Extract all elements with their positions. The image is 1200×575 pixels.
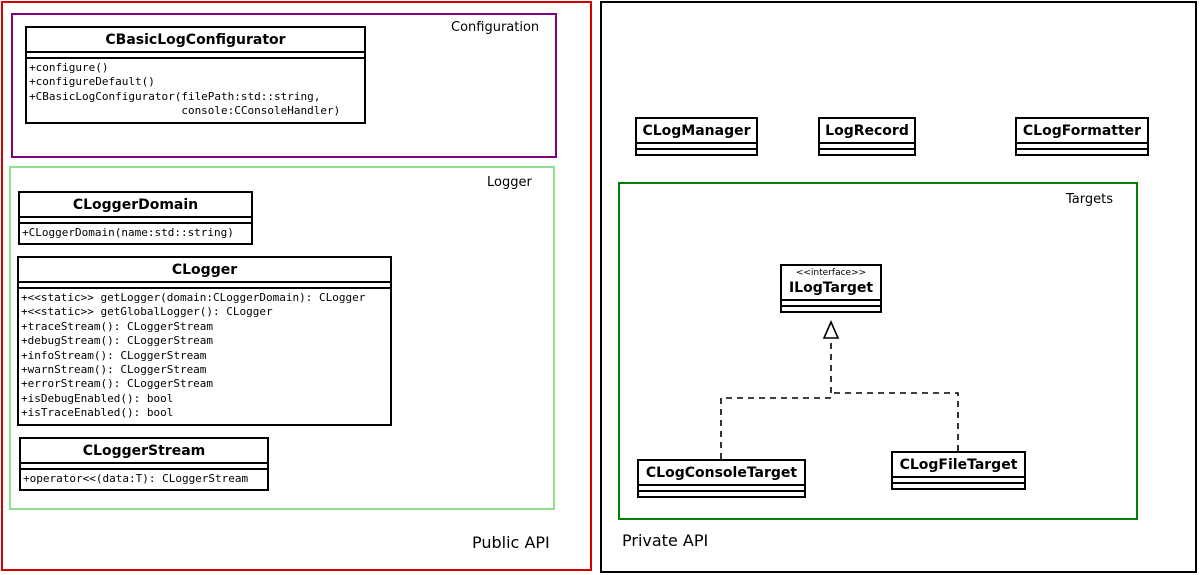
class-cbasiclogconfigurator: CBasicLogConfigurator +configure()+confi… xyxy=(25,26,366,124)
operation: +isTraceEnabled(): bool xyxy=(21,406,174,420)
class-clogformatter: CLogFormatter xyxy=(1015,117,1149,156)
class-name: CLogManager xyxy=(637,119,756,144)
class-name: CLogFormatter xyxy=(1017,119,1147,144)
logger-package-label: Logger xyxy=(487,175,532,190)
class-name: LogRecord xyxy=(820,119,914,144)
class-operations: +<<static>> getLogger(domain:CLoggerDoma… xyxy=(19,289,390,424)
targets-package xyxy=(618,182,1138,520)
private-api-region xyxy=(600,1,1197,573)
operation: +debugStream(): CLoggerStream xyxy=(21,334,214,348)
class-name: CLogger xyxy=(19,258,390,283)
class-attributes xyxy=(637,144,756,150)
class-cloggerstream: CLoggerStream +operator<<(data:T): CLogg… xyxy=(19,437,269,492)
class-attributes xyxy=(21,464,267,470)
operation: +warnStream(): CLoggerStream xyxy=(21,363,207,377)
operation: console:CConsoleHandler) xyxy=(29,104,341,118)
class-operations: +configure()+configureDefault()+CBasicLo… xyxy=(27,59,364,122)
operation: +configureDefault() xyxy=(29,75,155,89)
class-name: CLoggerDomain xyxy=(20,193,251,218)
class-attributes xyxy=(27,53,364,59)
class-ilogtarget: <<interface>> ILogTarget xyxy=(780,264,882,313)
class-name: CLoggerStream xyxy=(21,439,267,464)
public-api-label: Public API xyxy=(472,533,550,552)
realization-file-to-ilogtarget xyxy=(831,392,959,451)
class-logrecord: LogRecord xyxy=(818,117,916,156)
operation: +isDebugEnabled(): bool xyxy=(21,391,174,405)
class-clogmanager: CLogManager xyxy=(635,117,758,156)
operation: +<<static>> getLogger(domain:CLoggerDoma… xyxy=(21,291,366,304)
private-api-label: Private API xyxy=(622,531,709,550)
operation: +traceStream(): CLoggerStream xyxy=(21,319,214,333)
operation: +CBasicLogConfigurator(filePath:std::str… xyxy=(29,89,321,103)
class-attributes xyxy=(893,478,1024,484)
class-attributes xyxy=(820,144,914,150)
realization-console-to-ilogtarget xyxy=(720,338,832,459)
class-name: ILogTarget xyxy=(782,278,880,301)
class-name: CLogConsoleTarget xyxy=(639,461,804,486)
operation: +infoStream(): CLoggerStream xyxy=(21,348,207,362)
operation: +operator<<(data:T): CLoggerStream xyxy=(23,472,249,485)
class-name: CLogFileTarget xyxy=(893,453,1024,478)
class-clogger: CLogger +<<static>> getLogger(domain:CLo… xyxy=(17,256,392,426)
configuration-package xyxy=(11,13,557,158)
realization-arrowhead xyxy=(822,320,840,339)
targets-package-label: Targets xyxy=(1066,192,1113,207)
operation: +<<static>> getGlobalLogger(): CLogger xyxy=(21,305,273,319)
class-clogfiletarget: CLogFileTarget xyxy=(891,451,1026,490)
operation: +errorStream(): CLoggerStream xyxy=(21,377,214,391)
class-attributes xyxy=(782,301,880,307)
class-operations: +operator<<(data:T): CLoggerStream xyxy=(21,470,267,489)
class-stereotype: <<interface>> xyxy=(795,268,867,278)
class-attributes xyxy=(639,486,804,492)
operation: +CLoggerDomain(name:std::string) xyxy=(22,226,234,239)
class-attributes xyxy=(19,283,390,289)
class-operations: +CLoggerDomain(name:std::string) xyxy=(20,224,251,243)
public-api-region xyxy=(1,1,592,571)
class-cloggerdomain: CLoggerDomain +CLoggerDomain(name:std::s… xyxy=(18,191,253,246)
logger-package xyxy=(9,166,555,510)
operation: +configure() xyxy=(29,61,109,74)
class-name: CBasicLogConfigurator xyxy=(27,28,364,53)
class-clogconsoletarget: CLogConsoleTarget xyxy=(637,459,806,498)
class-attributes xyxy=(20,218,251,224)
configuration-package-label: Configuration xyxy=(451,20,540,35)
class-attributes xyxy=(1017,144,1147,150)
